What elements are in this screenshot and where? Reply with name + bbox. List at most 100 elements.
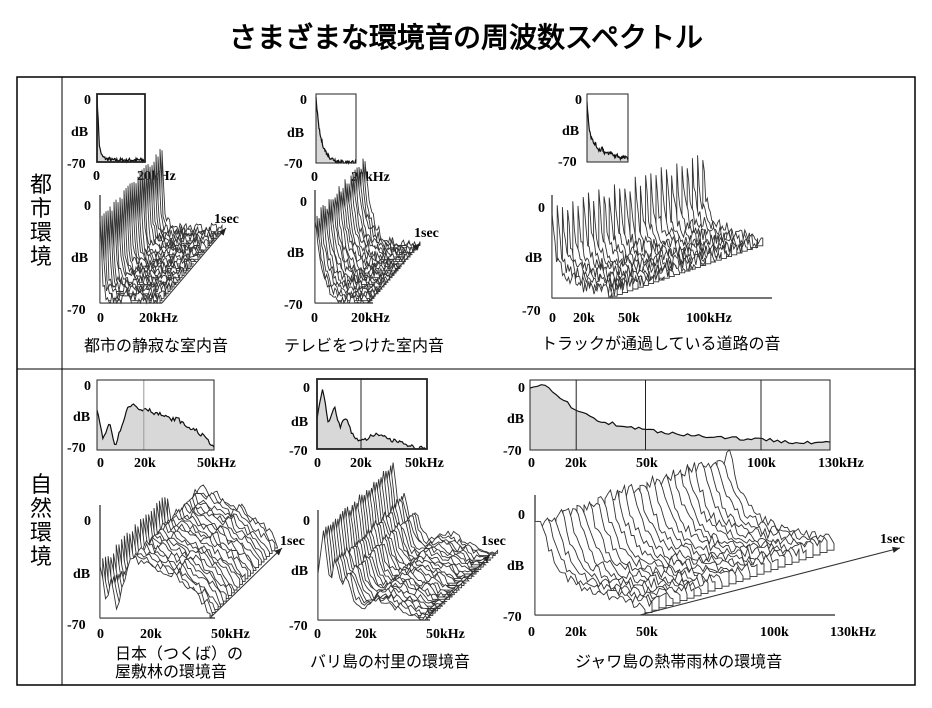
spectrum-line <box>96 403 215 448</box>
time-arrow <box>209 547 283 619</box>
spectrum-line <box>315 96 357 166</box>
spectrum-frame <box>315 93 357 164</box>
row-label-urban: 都 市 環 境 <box>30 173 52 270</box>
y-label: dB <box>525 251 542 266</box>
x-tick: 0 <box>311 170 318 185</box>
x-tick: 0 <box>93 169 100 184</box>
y-tick: 0 <box>84 514 91 529</box>
spectrum-area <box>317 389 427 449</box>
time-arrow-head <box>274 548 282 556</box>
y-tick: -70 <box>67 441 86 456</box>
x-tick: 0 <box>314 456 321 471</box>
y-tick: 0 <box>303 514 310 529</box>
x-tick: 0 <box>311 311 318 326</box>
time-label: 1sec <box>280 534 305 549</box>
x-tick: 0 <box>97 627 104 642</box>
x-tick: 50k <box>618 311 640 326</box>
x-tick: 50k <box>636 456 658 471</box>
time-label: 1sec <box>414 226 439 241</box>
x-tick: 20k <box>355 627 377 642</box>
waterfall-slice <box>314 221 371 305</box>
y-tick: -70 <box>289 444 308 459</box>
y-label: dB <box>507 412 524 427</box>
y-tick: 0 <box>300 93 307 108</box>
y-tick: -70 <box>284 157 303 172</box>
waterfall-slice <box>109 206 171 294</box>
waterfall-slice <box>593 200 655 285</box>
x-tick: 0 <box>314 627 321 642</box>
caption: テレビをつけた室内音 <box>284 336 444 355</box>
x-tick: 20k <box>573 311 595 326</box>
panel-quiet-room: 0 dB -70 0 20kHz 0 dB -70 0 20kHz 1sec 都… <box>67 93 239 355</box>
x-tick: 0 <box>97 456 104 471</box>
x-tick: 0 <box>528 456 535 471</box>
plot-3 <box>96 379 283 619</box>
y-tick: 0 <box>300 195 307 210</box>
y-label: dB <box>73 410 90 425</box>
time-arrow <box>639 547 901 616</box>
caption: ジャワ島の熱帯雨林の環境音 <box>575 652 782 671</box>
waterfall-slice <box>145 165 207 252</box>
waterfall-slice <box>139 171 201 259</box>
y-tick: 0 <box>538 201 545 216</box>
plot-5 <box>529 379 901 616</box>
spectrum-frame <box>529 379 831 451</box>
x-tick: 0 <box>549 311 556 326</box>
y-label: dB <box>507 559 524 574</box>
time-arrow-head <box>218 228 226 236</box>
row-label-char: 都 <box>30 173 52 198</box>
waterfall-slice <box>161 150 223 233</box>
x-tick: 130kHz <box>830 625 876 640</box>
panel-truck-road: 0 dB -70 0 dB -70 0 20k 50k 100kHz トラックが… <box>522 93 781 353</box>
time-label: 1sec <box>880 532 905 547</box>
y-tick: -70 <box>67 303 86 318</box>
y-tick: 0 <box>84 379 91 394</box>
time-arrow <box>424 554 491 621</box>
y-label: dB <box>562 124 579 139</box>
y-tick: 0 <box>518 508 525 523</box>
plot-2 <box>551 93 772 299</box>
x-tick: 20k <box>350 456 372 471</box>
x-tick: 50k <box>636 625 658 640</box>
panel-bali: 0 dB -70 0 20k 50kHz 0 dB -70 0 20k 50kH… <box>289 381 506 671</box>
y-tick: -70 <box>67 157 86 172</box>
spectrum-frame <box>96 379 215 451</box>
y-tick: 0 <box>518 381 525 396</box>
spectrum-line <box>586 101 629 162</box>
waterfall-slice <box>534 520 646 616</box>
waterfall-slice <box>103 213 165 300</box>
waterfall-slice <box>561 207 623 295</box>
waterfall-slice <box>119 197 181 282</box>
x-tick: 20kHz <box>139 311 178 326</box>
y-tick: -70 <box>503 444 522 459</box>
time-arrow-head <box>412 243 420 251</box>
time-arrow-head <box>482 555 490 563</box>
row-label-nature: 自 然 環 境 <box>30 473 52 570</box>
spectrum-area <box>97 95 145 162</box>
waterfall-slice <box>317 530 429 621</box>
waterfall-slice <box>99 555 211 619</box>
caption: トラックが通過している道路の音 <box>541 334 781 353</box>
row-label-char: 市 <box>30 197 52 222</box>
x-tick: 50kHz <box>211 627 250 642</box>
waterfall-slice <box>143 167 205 255</box>
spectrum-area <box>97 404 214 450</box>
y-label: dB <box>287 126 304 141</box>
x-tick: 130kHz <box>818 456 864 471</box>
x-tick: 0 <box>528 625 535 640</box>
x-tick: 50kHz <box>197 456 236 471</box>
y-label: dB <box>71 125 88 140</box>
spectrum-line <box>316 389 428 450</box>
waterfall-slice <box>551 212 613 299</box>
y-label: dB <box>291 415 308 430</box>
y-tick: -70 <box>522 304 541 319</box>
x-tick: 0 <box>97 311 104 326</box>
plot-0 <box>96 93 227 305</box>
caption: 都市の静寂な室内音 <box>84 336 228 355</box>
waterfall-slice <box>101 215 163 303</box>
row-label-char: 環 <box>30 221 52 246</box>
spectrum-frame <box>96 93 146 163</box>
y-tick: -70 <box>503 610 522 625</box>
y-label: dB <box>71 251 88 266</box>
